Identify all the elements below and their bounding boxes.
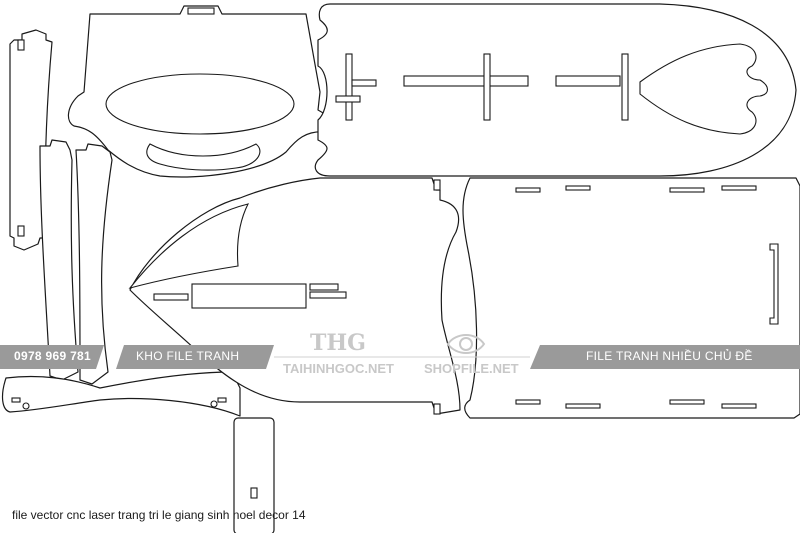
left-legs	[39, 139, 113, 385]
shop-tagline: FILE TRANH NHIỀU CHỦ ĐỀ	[586, 349, 753, 363]
image-caption: file vector cnc laser trang tri le giang…	[12, 508, 306, 522]
left-site-watermark: TAIHINHGOC.NET	[283, 361, 394, 376]
bottom-arch	[1, 371, 241, 417]
sleigh-base-panel	[462, 177, 800, 419]
thg-logo: THG	[310, 330, 366, 356]
shop-name: KHO FILE TRANH	[136, 349, 240, 363]
sleigh-runner-piece	[314, 3, 797, 177]
small-stand-piece	[233, 417, 275, 533]
right-site-watermark: SHOPFILE.NET	[424, 361, 519, 376]
sleigh-back-piece	[67, 5, 331, 178]
eye-icon	[446, 334, 486, 354]
watermark-banner	[0, 345, 800, 369]
phone-number: 0978 969 781	[14, 349, 92, 363]
